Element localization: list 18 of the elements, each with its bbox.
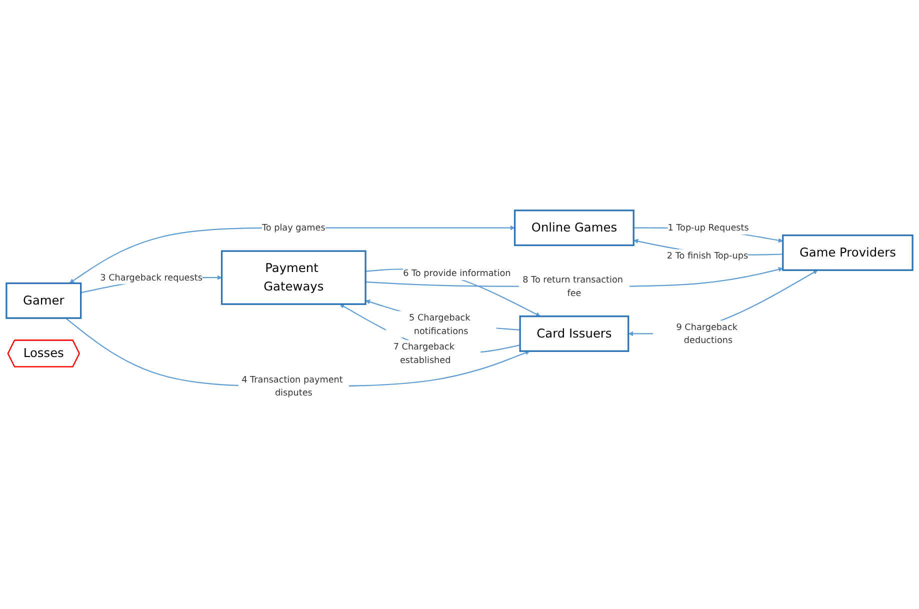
node-box: Game Providers — [782, 234, 914, 270]
node-box: Payment Gateways — [220, 250, 366, 304]
edge-label: 8 To return transaction fee — [522, 274, 623, 298]
edge-label: 4 Transaction payment disputes — [242, 374, 343, 398]
edge-label: 9 Chargeback deductions — [676, 321, 738, 345]
arrow — [340, 303, 520, 353]
edge-label: 2 To finish Top-ups — [666, 250, 748, 260]
arrow — [69, 224, 516, 283]
node-box: Online Games — [514, 209, 634, 246]
node-box: Gamer — [6, 282, 82, 318]
arrow — [65, 317, 530, 386]
edge-label: 6 To provide information — [403, 267, 511, 278]
edge-label: 7 Chargeback established — [393, 340, 455, 365]
edge-label: To play games — [262, 222, 326, 232]
edge-label: 5 Chargeback notifications — [409, 312, 470, 336]
node-box: Card Issuers — [519, 315, 630, 352]
edge-label: 3 Chargeback requests — [100, 272, 202, 282]
edge-label: 1 Top-up Requests — [668, 222, 749, 232]
